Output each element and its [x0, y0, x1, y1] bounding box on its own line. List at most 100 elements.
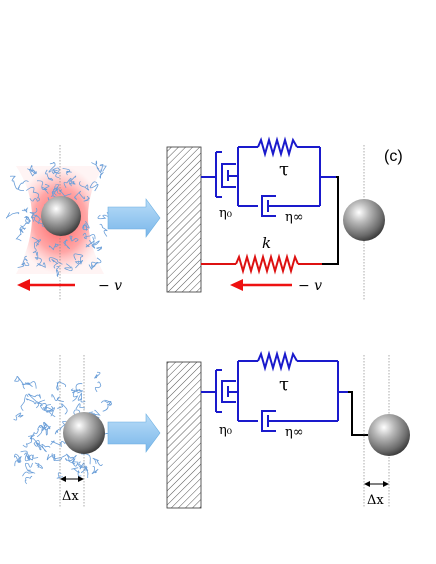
connector-top [322, 176, 339, 265]
polymer-chain [10, 175, 20, 190]
polymer-chain [51, 169, 59, 175]
eta0-label-bottom: η₀ [219, 423, 232, 438]
dx-label-left: Δx [62, 489, 79, 504]
velocity-label-right: − v [298, 278, 322, 294]
viscoelastic-element-bottom [201, 350, 350, 432]
polymer-chain [69, 235, 79, 243]
polymer-chain [80, 453, 91, 465]
wall-bottom-icon [166, 361, 202, 509]
polymer-chain [97, 211, 109, 220]
polymer-chain [22, 435, 33, 448]
polymer-chain [40, 403, 52, 411]
polymer-chain [83, 195, 90, 202]
polymer-chain [45, 169, 54, 181]
tau-label-top: τ [279, 159, 289, 180]
polymer-chain [48, 257, 63, 265]
polymer-chain [13, 412, 24, 421]
polymer-chain [85, 236, 95, 248]
k-label: k [262, 234, 271, 252]
spring-k [201, 253, 322, 275]
polymer-chain [99, 164, 107, 173]
polymer-chain [68, 180, 76, 187]
polymer-chain [51, 453, 63, 461]
polymer-chain [34, 462, 43, 469]
polymer-chain [41, 183, 50, 191]
polymer-chain [74, 190, 85, 200]
polymer-chain [36, 422, 48, 438]
polymer-chain [35, 214, 45, 227]
etainf-label-top: η∞ [285, 210, 304, 225]
polymer-chain [71, 467, 82, 477]
polymer-chain [17, 261, 30, 268]
velocity-arrow-left [17, 279, 75, 291]
polymer-chain [22, 469, 36, 477]
polymer-chain [51, 259, 59, 269]
polymer-chain [54, 424, 66, 435]
polymer-chain [28, 425, 40, 437]
polymer-chain [21, 381, 37, 389]
polymer-chain [29, 207, 38, 219]
polymer-chain [25, 462, 33, 472]
polymer-chain [19, 226, 27, 233]
panel-label: (c) [384, 148, 403, 165]
polymer-chain [79, 181, 90, 191]
polymer-chain [34, 251, 42, 267]
polymer-chain [48, 243, 60, 251]
polymer-chain [21, 207, 29, 214]
polymer-chain [55, 265, 60, 277]
polymer-chain [67, 454, 76, 463]
polymer-chain [96, 167, 104, 179]
polymer-chain [92, 257, 102, 268]
polymer-chain [30, 165, 37, 175]
tau-label-bottom: τ [279, 374, 289, 395]
polymer-chain [17, 180, 29, 192]
polymer-chain [28, 454, 39, 461]
polymer-chain [26, 186, 40, 199]
polymer-chain [62, 168, 72, 176]
polymer-chain [88, 261, 97, 270]
polymer-chain [91, 465, 99, 475]
polymer-chain [56, 381, 67, 391]
polymer-chain [70, 383, 83, 393]
polymer-chain [46, 407, 56, 417]
polymer-chain [29, 434, 41, 449]
polymer-chain [89, 181, 99, 192]
polymer-chain [51, 394, 64, 402]
etainf-label-bottom: η∞ [285, 425, 304, 440]
polymer-chain [61, 453, 70, 461]
polymer-chain [48, 161, 56, 173]
polymer-chain [6, 212, 20, 219]
polymer-chain [75, 403, 86, 410]
polymer-chain [31, 236, 42, 247]
polymer-chain [29, 197, 40, 202]
polymer-chain [64, 263, 73, 272]
polymer-chain [20, 216, 30, 227]
polymer-chain [20, 450, 31, 462]
polymer-chain [74, 260, 83, 269]
polymer-chain [91, 160, 100, 170]
bead-bottom-right-icon [368, 414, 410, 456]
velocity-label-left: − v [98, 278, 122, 294]
polymer-chain [33, 440, 42, 451]
polymer-chain [72, 461, 82, 469]
polymer-chain [27, 393, 41, 399]
polymer-chain [39, 443, 51, 453]
polymer-chain [73, 253, 84, 265]
displacement-arrow-right [364, 481, 389, 487]
polymer-chain [94, 381, 102, 393]
polymer-chain [53, 167, 60, 178]
block-arrow-top-icon [107, 198, 161, 238]
polymer-chain [37, 262, 46, 269]
polymer-chain [63, 239, 70, 250]
polymer-chain [29, 394, 46, 405]
polymer-chain [88, 240, 100, 249]
polymer-chain [82, 232, 96, 240]
polymer-chain [77, 392, 86, 403]
block-arrow-bottom-icon [107, 413, 161, 453]
bead-bottom-left-icon [63, 412, 105, 454]
viscoelastic-element-top [201, 136, 338, 217]
polymer-chain [51, 185, 59, 195]
connector-bottom [348, 391, 368, 436]
polymer-chain [99, 223, 108, 237]
polymer-chain [63, 175, 77, 189]
